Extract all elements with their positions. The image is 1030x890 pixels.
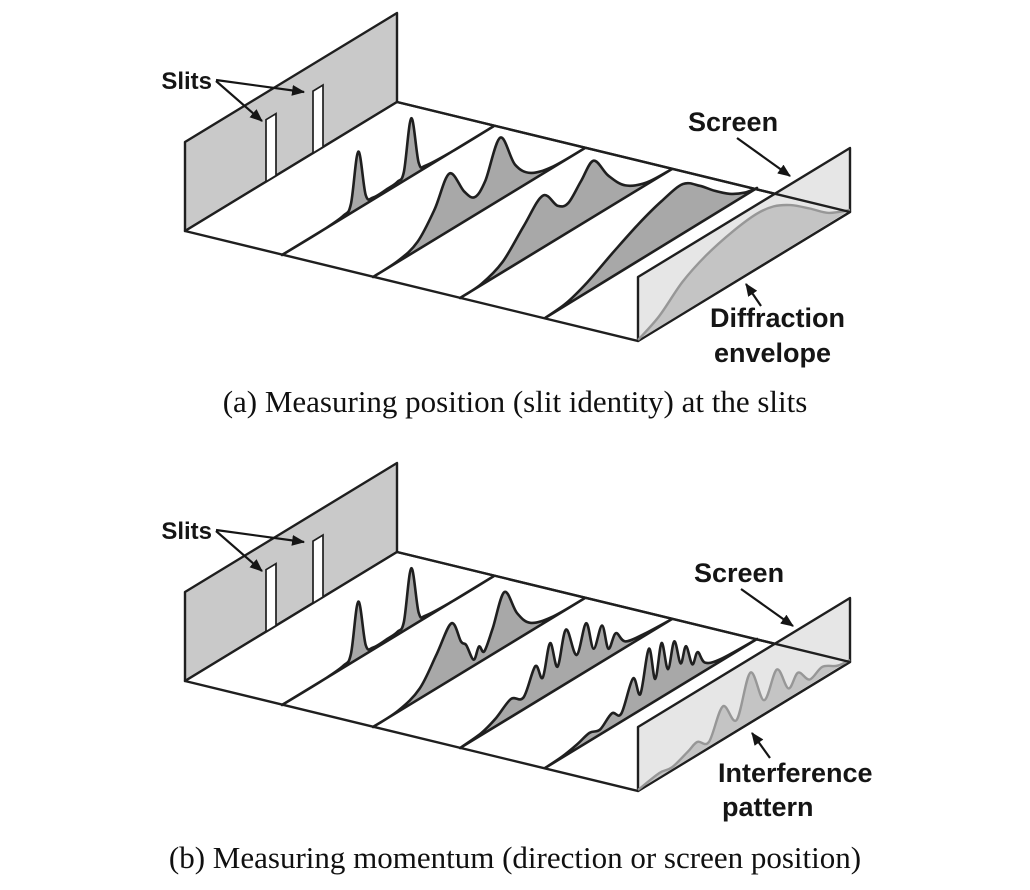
screen-pattern-curve bbox=[637, 203, 851, 341]
screen-pattern-fill bbox=[638, 204, 850, 340]
wave-profile bbox=[371, 590, 587, 729]
screen-label: Screen bbox=[694, 558, 784, 588]
panel-b-diagram bbox=[183, 461, 852, 793]
screen-pattern-fill bbox=[638, 660, 850, 790]
diffraction-envelope-label-line1: Diffraction bbox=[710, 303, 845, 333]
diffraction-envelope-label-line2: envelope bbox=[714, 338, 831, 368]
floor-back-edge bbox=[396, 550, 851, 664]
screen-arrow bbox=[740, 588, 794, 627]
slits-arrow-left bbox=[215, 530, 263, 572]
slits-arrow-right bbox=[215, 528, 306, 546]
panel-a-diagram bbox=[183, 11, 852, 343]
wave-profile bbox=[543, 637, 759, 770]
floor-back-edge bbox=[396, 100, 851, 214]
slit bbox=[265, 562, 277, 634]
interference-pattern-label-line2: pattern bbox=[722, 792, 814, 822]
slit bbox=[265, 112, 277, 184]
wave-profile bbox=[280, 566, 496, 707]
diffraction-envelope-arrow bbox=[745, 283, 762, 307]
slits-arrow-right bbox=[215, 78, 306, 96]
caption-panel-a: (a) Measuring position (slit identity) a… bbox=[222, 384, 808, 419]
wave-profile bbox=[371, 136, 587, 279]
slit bbox=[312, 83, 324, 155]
caption-panel-b: (b) Measuring momentum (direction or scr… bbox=[168, 840, 862, 875]
screen-label: Screen bbox=[688, 107, 778, 137]
interference-pattern-label-line1: Interference bbox=[718, 758, 873, 788]
slits-arrow-left bbox=[215, 80, 263, 122]
wave-profile bbox=[280, 116, 496, 257]
wave-profile bbox=[543, 181, 759, 320]
screen-pattern-curve bbox=[637, 658, 851, 791]
wave-profile bbox=[458, 159, 674, 300]
wave-profile bbox=[458, 617, 674, 750]
slits-label: Slits bbox=[161, 68, 212, 95]
interference-pattern-arrow bbox=[751, 732, 771, 759]
slit bbox=[312, 533, 324, 605]
slits-label: Slits bbox=[161, 518, 212, 545]
screen-arrow bbox=[736, 137, 791, 177]
